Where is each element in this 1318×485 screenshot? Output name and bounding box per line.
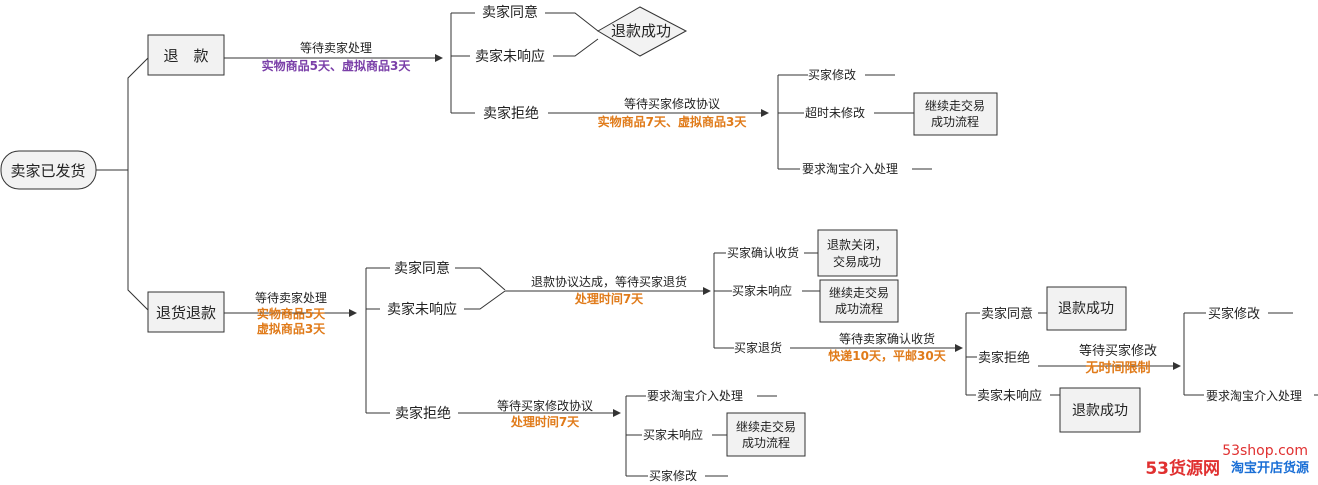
rr-closed-1: 退款关闭，	[827, 238, 887, 252]
rr-limit2: 虚拟商品3天	[257, 321, 326, 336]
refund-timeout: 超时未修改	[805, 105, 865, 120]
rr-express-limit: 快递10天，平邮30天	[828, 348, 946, 363]
rr-agreement-limit: 处理时间7天	[574, 291, 644, 306]
connector	[127, 57, 149, 311]
refund-noresp: 卖家未响应	[475, 48, 545, 65]
return-refund-node: 退货退款	[147, 291, 225, 333]
connector	[455, 267, 506, 291]
rr-buyer-noresp: 买家未响应	[732, 283, 792, 298]
brand-logo: 53货源网	[1145, 458, 1220, 479]
refund-agree: 卖家同意	[482, 4, 538, 21]
refund-continue-1: 继续走交易	[925, 98, 985, 113]
s-agree: 卖家同意	[981, 306, 1033, 322]
rr-reject: 卖家拒绝	[395, 405, 451, 422]
rr-agreement: 退款协议达成，等待买家退货	[531, 274, 687, 289]
refund-continue-node: 继续走交易 成功流程	[913, 92, 998, 136]
s-success-node: 退款成功	[1046, 286, 1127, 331]
refund-success-node: 退款成功	[597, 6, 688, 57]
refund-continue-2: 成功流程	[931, 114, 979, 129]
r-modify: 买家修改	[649, 468, 697, 483]
rr-continue-2: 成功流程	[835, 301, 883, 316]
rr-limit1: 实物商品5天	[257, 306, 326, 321]
brand-slogan: 淘宝开店货源	[1231, 460, 1309, 476]
r-noresp: 买家未响应	[643, 427, 703, 442]
s-success2: 退款成功	[1072, 403, 1128, 419]
connector	[553, 38, 599, 57]
s-noresp: 卖家未响应	[977, 388, 1042, 404]
r-continue-2: 成功流程	[742, 435, 790, 450]
refund-label: 退 款	[163, 47, 208, 65]
s-no-limit: 无时间限制	[1084, 360, 1150, 376]
s-buyer-wait: 等待买家修改	[1079, 343, 1157, 359]
rr-wait: 等待卖家处理	[255, 290, 327, 305]
rr-continue-1: 继续走交易	[829, 285, 889, 300]
r-intervene: 要求淘宝介入处理	[647, 389, 743, 403]
connector	[545, 12, 599, 32]
rr-wait-confirm: 等待卖家确认收货	[839, 331, 935, 346]
s-success2-node: 退款成功	[1059, 387, 1141, 433]
connector	[464, 290, 506, 310]
brand-site: 53shop.com	[1222, 443, 1308, 459]
r-continue-1: 继续走交易	[736, 419, 796, 434]
return-refund-label: 退货退款	[156, 304, 216, 322]
root-label: 卖家已发货	[10, 162, 85, 180]
r-continue-node: 继续走交易 成功流程	[726, 412, 806, 457]
r-wait: 等待买家修改协议	[497, 398, 593, 413]
rr-closed-node: 退款关闭， 交易成功	[817, 229, 898, 277]
rr-return-goods: 买家退货	[734, 340, 782, 355]
rr-noresp: 卖家未响应	[387, 301, 457, 318]
refund-limit: 实物商品5天、虚拟商品3天	[262, 58, 412, 73]
rr-continue-node: 继续走交易 成功流程	[819, 279, 899, 323]
rr-confirm: 买家确认收货	[727, 245, 799, 260]
refund-success: 退款成功	[611, 22, 671, 40]
rr-closed-2: 交易成功	[833, 254, 881, 269]
refund-intervene: 要求淘宝介入处理	[802, 162, 898, 176]
f-intervene: 要求淘宝介入处理	[1206, 389, 1302, 403]
f-modify: 买家修改	[1208, 306, 1260, 322]
rr-agree: 卖家同意	[394, 260, 450, 277]
s-success: 退款成功	[1058, 301, 1114, 317]
s-reject: 卖家拒绝	[978, 350, 1030, 366]
refund-node: 退 款	[147, 34, 225, 76]
refund-buyer-limit: 实物商品7天、虚拟商品3天	[598, 114, 748, 129]
refund-modify: 买家修改	[808, 67, 856, 82]
refund-buyer-wait: 等待买家修改协议	[624, 96, 720, 111]
refund-wait: 等待卖家处理	[300, 40, 372, 55]
r-limit: 处理时间7天	[510, 414, 580, 429]
root-node: 卖家已发货	[0, 150, 97, 190]
refund-reject: 卖家拒绝	[483, 105, 539, 122]
